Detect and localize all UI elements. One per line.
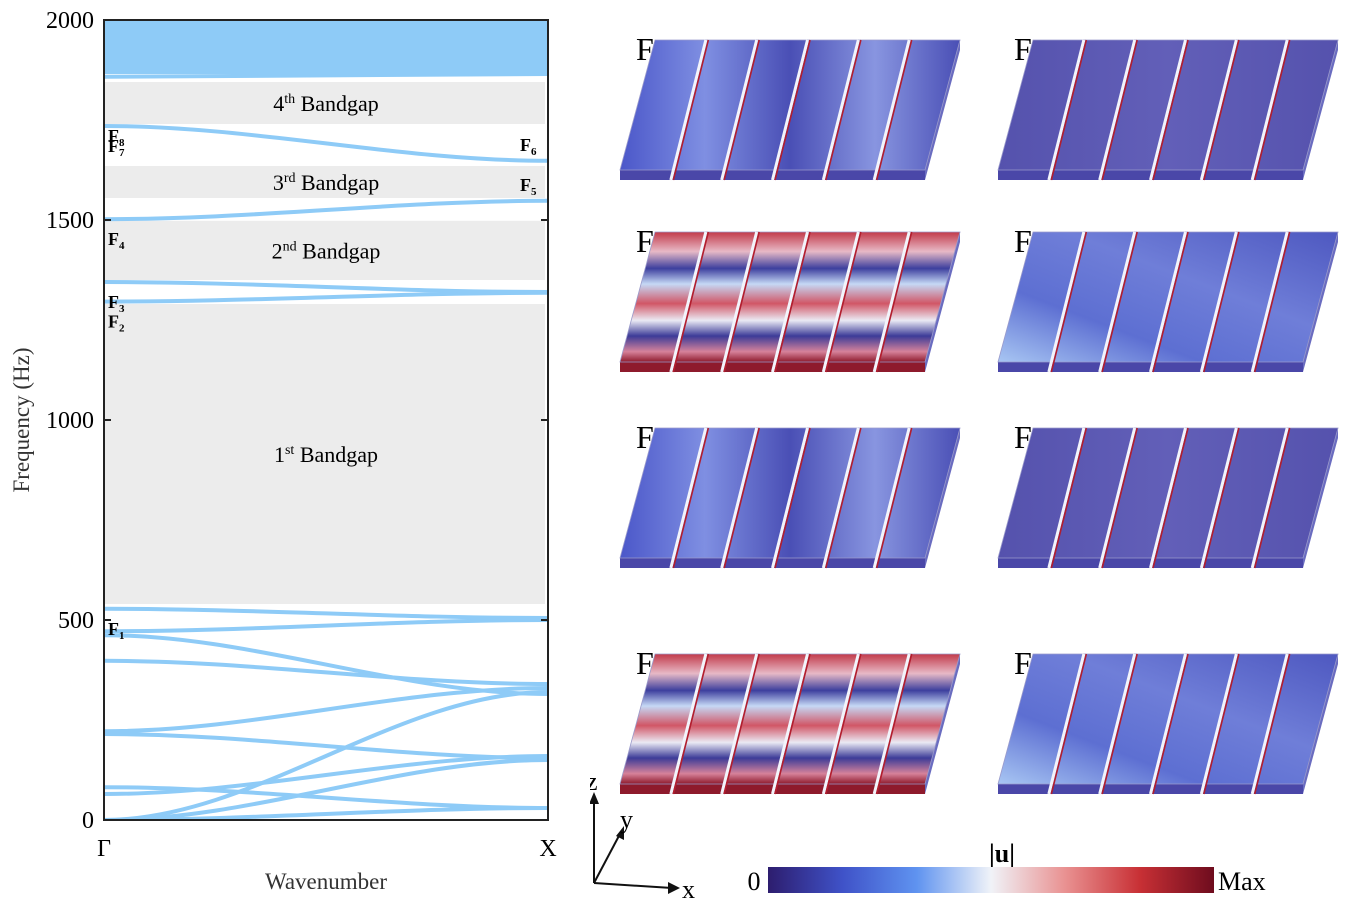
x-axis-arrow: [593, 882, 673, 889]
band-curve-10: [104, 618, 548, 634]
mode-shape-f4: F4: [619, 31, 961, 181]
x-axis-label: x: [682, 875, 695, 902]
mode-shape-f2: F2: [619, 419, 961, 569]
colorbar-bar: [768, 867, 1214, 893]
colorbar: |u| 0 Max: [748, 839, 1266, 896]
point-label-f2: F2: [108, 312, 125, 335]
bandgap-region-4: [105, 82, 545, 124]
band-curve-9: [104, 633, 548, 696]
mode-shape-f5: F5: [997, 645, 1339, 795]
band-curve-8: [104, 658, 548, 686]
x-tick-label: Γ: [97, 836, 111, 862]
z-axis-label: z: [590, 767, 598, 796]
dispersion-curves: [104, 20, 548, 820]
band-curve-11: [104, 606, 548, 620]
mode-shapes-panel: F4F8F3F7F2F6F1F5 z y x |u| 0 Max: [590, 31, 1339, 902]
mode-shape-f3: F3: [619, 223, 961, 373]
colorbar-max-label: Max: [1218, 867, 1266, 896]
colorbar-title: |u|: [989, 839, 1015, 868]
band-curve-15: [104, 124, 548, 163]
y-tick-label: 1000: [46, 408, 94, 434]
coordinate-triad: z y x: [590, 767, 695, 902]
band-curve-13: [104, 280, 548, 294]
x-tick-label: X: [539, 836, 556, 862]
point-label-f6: F6: [520, 135, 537, 158]
mode-shape-f8: F8: [997, 31, 1339, 181]
bandgap-region-2: [105, 220, 545, 280]
mode-shape-f7: F7: [997, 223, 1339, 373]
y-axis-ticks: 0 500 1000 1500 2000: [46, 8, 548, 834]
bandgap-label-3: 3rd Bandgap: [273, 170, 379, 195]
band-curve-5: [104, 785, 548, 810]
band-curve-7: [104, 686, 548, 734]
y-axis-arrow: [593, 831, 622, 884]
colorbar-min-label: 0: [748, 867, 761, 896]
mode-shape-f1: F1: [619, 645, 961, 795]
band-curve-12: [104, 290, 548, 304]
bandgap-regions: [105, 82, 545, 604]
y-tick-label: 2000: [46, 8, 94, 34]
bandgap-region-1: [105, 304, 545, 604]
dense-band-region: [104, 20, 548, 74]
x-axis-title: Wavenumber: [265, 869, 387, 894]
point-label-f1: F1: [108, 619, 125, 642]
bandgap-region-3: [105, 166, 545, 198]
bandgap-label-1: 1st Bandgap: [274, 442, 378, 467]
mode-shape-f6: F6: [997, 419, 1339, 569]
point-label-f4: F4: [108, 229, 125, 252]
band-curve-2: [104, 758, 548, 820]
band-curve-14: [104, 198, 548, 222]
point-label-f7: F7: [108, 136, 125, 159]
bandgap-labels: 1st Bandgap 2nd Bandgap 3rd Bandgap 4th Ban…: [272, 91, 381, 467]
point-label-f5: F5: [520, 175, 537, 198]
y-tick-label: 0: [82, 808, 94, 834]
y-axis-title: Frequency (Hz): [9, 348, 34, 493]
point-label-f8: F8: [108, 126, 125, 149]
y-tick-label: 1500: [46, 208, 94, 234]
band-curve-16: [104, 72, 548, 79]
bandgap-label-4: 4th Bandgap: [273, 91, 379, 116]
y-axis-label: y: [620, 805, 633, 834]
bandgap-label-2: 2nd Bandgap: [272, 238, 381, 263]
band-curve-6: [104, 732, 548, 760]
point-label-f3: F3: [108, 292, 125, 315]
band-curve-3: [104, 690, 548, 820]
y-tick-label: 500: [58, 608, 94, 634]
